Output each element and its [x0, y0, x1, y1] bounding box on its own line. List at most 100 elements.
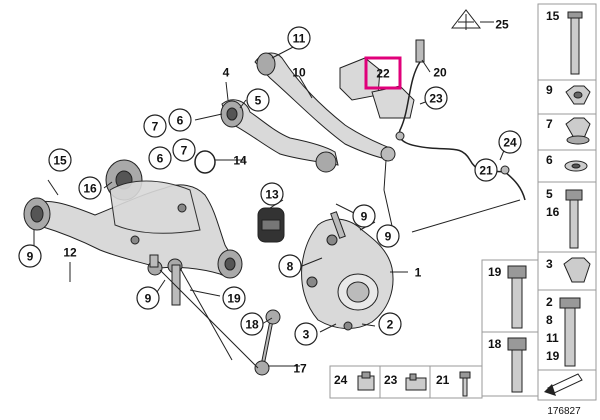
callout-3: 3	[294, 322, 318, 346]
bottom-cell-label: 19	[488, 265, 502, 279]
callout-18: 18	[240, 312, 264, 336]
callout-label: 6	[157, 152, 164, 166]
callout-label: 1	[415, 266, 422, 280]
sidebar-label: 19	[546, 349, 560, 363]
sidebar-label: 8	[546, 313, 553, 327]
sidebar-label: 16	[546, 205, 560, 219]
callout-12: 12	[63, 246, 77, 260]
callout-20: 20	[433, 66, 447, 80]
callout-8: 8	[278, 254, 302, 278]
callout-label: 21	[479, 164, 493, 178]
callout-6: 6	[168, 108, 192, 132]
sidebar-label: 5	[546, 187, 553, 201]
nut-icon	[565, 85, 591, 105]
callout-label: 9	[385, 230, 392, 244]
callout-7: 7	[172, 138, 196, 162]
callout-circle	[172, 138, 196, 162]
small-part-label: 23	[384, 373, 398, 387]
callout-circle	[287, 26, 311, 50]
callout-23: 23	[424, 86, 448, 110]
callout-label: 14	[233, 154, 247, 168]
rubber-bushing	[257, 207, 285, 243]
callout-label: 10	[292, 66, 306, 80]
connector-symbol	[450, 9, 494, 30]
wheel-carrier	[301, 218, 394, 331]
callout-circle	[168, 108, 192, 132]
callout-label: 4	[223, 66, 230, 80]
callout-9: 9	[136, 286, 160, 310]
callout-6: 6	[148, 146, 172, 170]
callout-circle	[78, 176, 102, 200]
callout-label: 20	[433, 66, 447, 80]
callout-25: 25	[495, 18, 509, 32]
bolt-bracket	[149, 254, 181, 306]
callout-14: 14	[233, 154, 247, 168]
callout-circle	[378, 312, 402, 336]
lower-control-arm	[23, 159, 243, 279]
sidebar-label: 6	[546, 153, 553, 167]
collar-bolt-icon	[559, 297, 581, 367]
callout-circle	[278, 254, 302, 278]
callout-7: 7	[143, 114, 167, 138]
callout-4: 4	[223, 66, 230, 80]
callout-label: 18	[245, 318, 259, 332]
callout-circle	[148, 146, 172, 170]
shoulder-bolt-icon	[507, 337, 527, 393]
callout-circle	[18, 244, 42, 268]
clip-icon	[357, 371, 375, 391]
callout-24: 24	[498, 130, 522, 154]
long-bolt-icon	[565, 189, 583, 249]
callout-label: 22	[376, 67, 390, 81]
callout-22: 22	[376, 67, 390, 81]
sidebar-label: 15	[546, 9, 560, 23]
callout-circle	[424, 86, 448, 110]
callout-circle	[136, 286, 160, 310]
callout-9: 9	[376, 224, 400, 248]
arrow-icon	[544, 373, 583, 396]
callout-16: 16	[78, 176, 102, 200]
callout-9: 9	[18, 244, 42, 268]
sidebar-label: 7	[546, 117, 553, 131]
callout-2: 2	[378, 312, 402, 336]
callout-label: 12	[63, 246, 77, 260]
callout-11: 11	[287, 26, 311, 50]
callout-label: 7	[152, 120, 159, 134]
callout-label: 23	[429, 92, 443, 106]
hex-nut-icon	[563, 257, 591, 283]
washer-icon	[564, 160, 588, 172]
callout-label: 15	[53, 154, 67, 168]
callout-label: 25	[495, 18, 509, 32]
callout-label: 17	[293, 362, 307, 376]
leader-lines	[33, 43, 521, 369]
callout-circle	[474, 158, 498, 182]
flange-bolt-icon	[507, 265, 527, 329]
callout-label: 11	[293, 32, 306, 46]
callout-17: 17	[293, 362, 307, 376]
callout-label: 24	[503, 136, 517, 150]
callout-label: 8	[287, 260, 294, 274]
callout-circle	[352, 204, 376, 228]
callout-label: 16	[83, 182, 97, 196]
callout-label: 3	[303, 328, 310, 342]
screw-icon	[459, 371, 471, 397]
sidebar-label: 11	[546, 331, 559, 345]
callout-circle	[260, 182, 284, 206]
callout-circle	[498, 130, 522, 154]
sidebar-label: 2	[546, 295, 553, 309]
callout-9: 9	[352, 204, 376, 228]
highlight-box	[364, 56, 402, 90]
bolt-icon	[567, 11, 583, 75]
sensor-cable	[398, 61, 526, 201]
flange-nut-icon	[565, 117, 591, 145]
small-part-label: 24	[334, 373, 348, 387]
bottom-cell-label: 18	[488, 337, 502, 351]
callout-circle	[143, 114, 167, 138]
callout-label: 9	[145, 292, 152, 306]
upper-control-arm	[254, 52, 396, 191]
callout-circle	[376, 224, 400, 248]
